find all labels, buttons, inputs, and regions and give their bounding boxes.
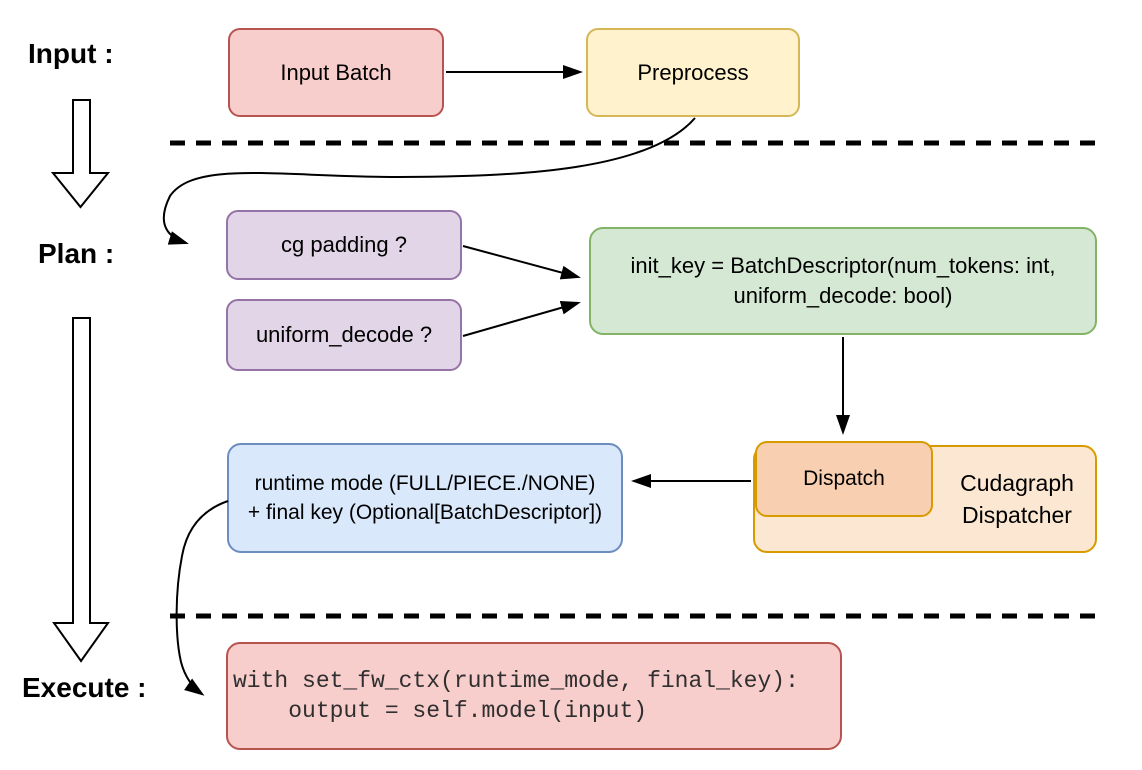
node-cudagraph-dispatcher-label: Cudagraph Dispatcher xyxy=(935,447,1099,551)
node-cg-padding: cg padding ? xyxy=(226,210,462,280)
section-label-plan: Plan : xyxy=(38,238,115,269)
node-cg-padding-label: cg padding ? xyxy=(281,232,407,257)
arrow-uniform-decode-to-init-key xyxy=(462,300,581,337)
node-init-key: init_key = BatchDescriptor(num_tokens: i… xyxy=(589,227,1097,335)
section-label-execute: Execute : xyxy=(22,672,147,703)
node-uniform-decode-label: uniform_decode ? xyxy=(255,322,433,347)
node-input-batch: Input Batch xyxy=(228,28,444,117)
flow-arrow-input-to-plan xyxy=(50,99,111,209)
arrow-runtime-mode-to-execute-code xyxy=(175,500,229,696)
node-init-key-line1: init_key = BatchDescriptor(num_tokens: i… xyxy=(630,253,1056,278)
execute-code-line1: with set_fw_ctx(runtime_mode, final_key)… xyxy=(233,668,799,694)
node-dispatch-label: Dispatch xyxy=(803,467,885,490)
arrow-cg-padding-to-init-key xyxy=(462,245,581,280)
node-runtime-mode-line1: runtime mode (FULL/PIECE./NONE) xyxy=(254,472,596,495)
node-input-batch-label: Input Batch xyxy=(280,59,392,85)
node-cudagraph-dispatcher-line2: Dispatcher xyxy=(962,502,1072,528)
node-dispatch: Dispatch xyxy=(755,441,933,517)
section-label-input: Input : xyxy=(28,38,114,69)
node-uniform-decode: uniform_decode ? xyxy=(226,299,462,371)
node-runtime-mode: runtime mode (FULL/PIECE./NONE) + final … xyxy=(227,443,623,553)
node-execute-code: with set_fw_ctx(runtime_mode, final_key)… xyxy=(226,642,842,750)
execute-code-line2: output = self.model(input) xyxy=(233,698,648,724)
node-init-key-line2: uniform_decode: bool) xyxy=(733,283,953,308)
node-cudagraph-dispatcher-line1: Cudagraph xyxy=(960,470,1074,496)
flow-arrow-plan-to-execute xyxy=(52,317,110,663)
node-preprocess-label: Preprocess xyxy=(637,59,749,85)
node-runtime-mode-line2: + final key (Optional[BatchDescriptor]) xyxy=(247,501,603,524)
node-preprocess: Preprocess xyxy=(586,28,800,117)
